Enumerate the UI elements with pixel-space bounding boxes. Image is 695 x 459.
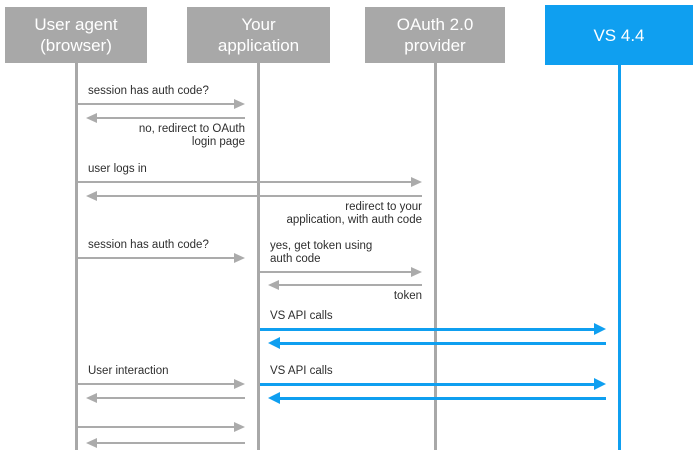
message-arrow-shaft <box>277 284 422 286</box>
arrowhead-right-icon <box>411 177 422 187</box>
message-label: User interaction <box>88 365 169 378</box>
message-label-line: User interaction <box>88 365 169 377</box>
message-label: session has auth code? <box>88 239 209 252</box>
message-arrow-shaft <box>95 442 245 444</box>
message-label-line: VS API calls <box>270 310 333 322</box>
arrowhead-right-icon <box>234 253 245 263</box>
message-label-line: auth code <box>270 253 321 265</box>
message-label-line: application, with auth code <box>286 214 422 226</box>
message-label: VS API calls <box>270 365 333 378</box>
message-arrow-shaft <box>278 342 606 345</box>
message-arrow-shaft <box>95 397 245 399</box>
message-label: VS API calls <box>270 310 333 323</box>
arrowhead-right-icon <box>234 99 245 109</box>
message-arrow-shaft <box>278 397 606 400</box>
message-label-line: session has auth code? <box>88 239 209 251</box>
message-label-line: no, redirect to OAuth <box>138 123 245 135</box>
actor-label-line: application <box>217 36 300 55</box>
message-label-line: VS API calls <box>270 365 333 377</box>
actor-box-user-agent: User agent (browser) <box>5 7 147 63</box>
lifeline-user-agent <box>74 63 78 450</box>
message-label-line: user logs in <box>88 163 147 175</box>
actor-label-line: (browser) <box>40 36 112 55</box>
message-arrow-shaft <box>78 103 236 105</box>
message-label: session has auth code? <box>88 85 209 98</box>
message-label-line: session has auth code? <box>88 85 209 97</box>
actor-box-vs-44: VS 4.4 <box>545 5 693 65</box>
actor-label-line: VS 4.4 <box>593 25 645 45</box>
message-arrow-shaft <box>78 426 236 428</box>
message-arrow-shaft <box>95 117 245 119</box>
message-arrow-shaft <box>260 328 596 331</box>
arrowhead-right-icon <box>234 422 245 432</box>
arrowhead-left-icon <box>86 113 97 123</box>
arrowhead-left-icon <box>268 392 280 404</box>
arrowhead-left-icon <box>86 438 97 448</box>
message-label-line: yes, get token using <box>270 240 373 252</box>
message-arrow-shaft <box>78 181 413 183</box>
actor-box-oauth-provider: OAuth 2.0 provider <box>365 7 505 63</box>
arrowhead-left-icon <box>268 337 280 349</box>
message-arrow-shaft <box>260 271 413 273</box>
message-arrow-shaft <box>78 383 236 385</box>
lifeline-your-application <box>256 63 260 450</box>
message-arrow-shaft <box>95 195 422 197</box>
lifeline-vs-44 <box>617 65 621 450</box>
message-arrow-shaft <box>260 383 596 386</box>
arrowhead-left-icon <box>86 393 97 403</box>
lifeline-oauth-provider <box>433 63 437 450</box>
message-arrow-shaft <box>78 257 236 259</box>
message-label-line: login page <box>191 136 245 148</box>
message-label: token <box>268 290 422 303</box>
arrowhead-right-icon <box>234 379 245 389</box>
arrowhead-left-icon <box>268 280 279 290</box>
actor-label-line: Your <box>241 15 276 34</box>
arrowhead-right-icon <box>411 267 422 277</box>
message-label-line: token <box>393 290 422 302</box>
actor-label-line: OAuth 2.0 <box>396 15 474 34</box>
arrowhead-right-icon <box>594 378 606 390</box>
arrowhead-left-icon <box>86 191 97 201</box>
actor-label-line: provider <box>404 36 466 55</box>
message-label-line: redirect to your <box>345 201 422 213</box>
actor-label-line: User agent <box>34 15 118 34</box>
actor-box-your-application: Your application <box>187 7 330 63</box>
message-label: user logs in <box>88 163 147 176</box>
arrowhead-right-icon <box>594 323 606 335</box>
